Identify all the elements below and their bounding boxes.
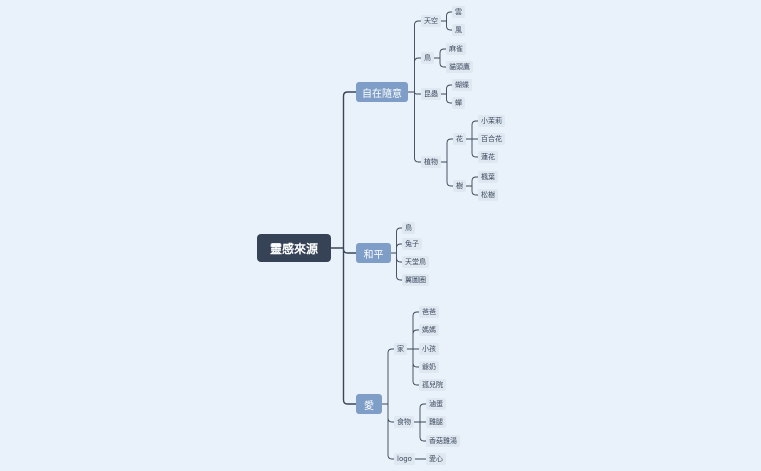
topic-node[interactable]: 楓葉 bbox=[478, 171, 498, 183]
topic-node[interactable]: 植物 bbox=[421, 156, 441, 168]
topic-node[interactable]: 風 bbox=[452, 24, 465, 36]
connector-b2-0 bbox=[407, 311, 419, 386]
topic-node[interactable]: 昆蟲 bbox=[421, 88, 441, 100]
connector-b0-2 bbox=[441, 84, 452, 104]
connector-b0-1 bbox=[434, 48, 446, 68]
branch-node-1[interactable]: 自在隨意 bbox=[356, 82, 408, 102]
branch-node-3[interactable]: 愛 bbox=[356, 394, 382, 414]
connector-b0-3 bbox=[441, 138, 453, 187]
topic-node[interactable]: 兔子 bbox=[402, 238, 422, 250]
topic-node[interactable]: 天堂鳥 bbox=[402, 256, 429, 268]
connector-b1 bbox=[391, 227, 402, 281]
topic-node[interactable]: 鳥 bbox=[421, 52, 434, 64]
topic-node[interactable]: 鳥 bbox=[402, 222, 415, 234]
topic-node[interactable]: 蟬 bbox=[452, 97, 465, 109]
topic-node[interactable]: 家 bbox=[394, 343, 407, 355]
topic-node[interactable]: 蝴蝶 bbox=[452, 79, 472, 91]
topic-node[interactable]: 松樹 bbox=[478, 189, 498, 201]
topic-node[interactable]: 麻雀 bbox=[446, 43, 466, 55]
topic-node[interactable]: 媽媽 bbox=[419, 324, 439, 336]
root-node[interactable]: 靈感來源 bbox=[257, 234, 331, 262]
connector-b2-1 bbox=[414, 403, 426, 442]
topic-node[interactable]: 香菇雞湯 bbox=[426, 435, 460, 447]
topic-node[interactable]: 食物 bbox=[394, 416, 414, 428]
topic-node[interactable]: 小茉莉 bbox=[478, 115, 505, 127]
topic-node[interactable]: 雞腿 bbox=[426, 416, 446, 428]
topic-node[interactable]: 花 bbox=[453, 133, 466, 145]
topic-node[interactable]: 雲 bbox=[452, 6, 465, 18]
topic-node[interactable]: 爸爸 bbox=[419, 306, 439, 318]
connector-b0-3-0 bbox=[466, 120, 478, 158]
topic-node[interactable]: 天空 bbox=[421, 15, 441, 27]
connector-root bbox=[331, 91, 356, 405]
connector-b2 bbox=[382, 348, 394, 460]
topic-node[interactable]: 翼圖圈 bbox=[402, 274, 429, 286]
topic-node[interactable]: 蓮花 bbox=[478, 151, 498, 163]
topic-node[interactable]: 小孩 bbox=[419, 343, 439, 355]
topic-node[interactable]: 爺奶 bbox=[419, 361, 439, 373]
branch-node-2[interactable]: 和平 bbox=[356, 243, 391, 263]
topic-node[interactable]: 樹 bbox=[453, 180, 466, 192]
topic-node[interactable]: 貓頭鷹 bbox=[446, 61, 473, 73]
topic-node[interactable]: 滷蛋 bbox=[426, 398, 446, 410]
topic-node[interactable]: 孤兒院 bbox=[419, 379, 446, 391]
connector-b0 bbox=[408, 20, 421, 163]
connector-b0-0 bbox=[441, 11, 452, 31]
topic-node[interactable]: 愛心 bbox=[426, 453, 446, 465]
topic-node[interactable]: logo bbox=[394, 453, 415, 465]
connector-b0-3-1 bbox=[466, 176, 478, 196]
topic-node[interactable]: 百合花 bbox=[478, 133, 505, 145]
